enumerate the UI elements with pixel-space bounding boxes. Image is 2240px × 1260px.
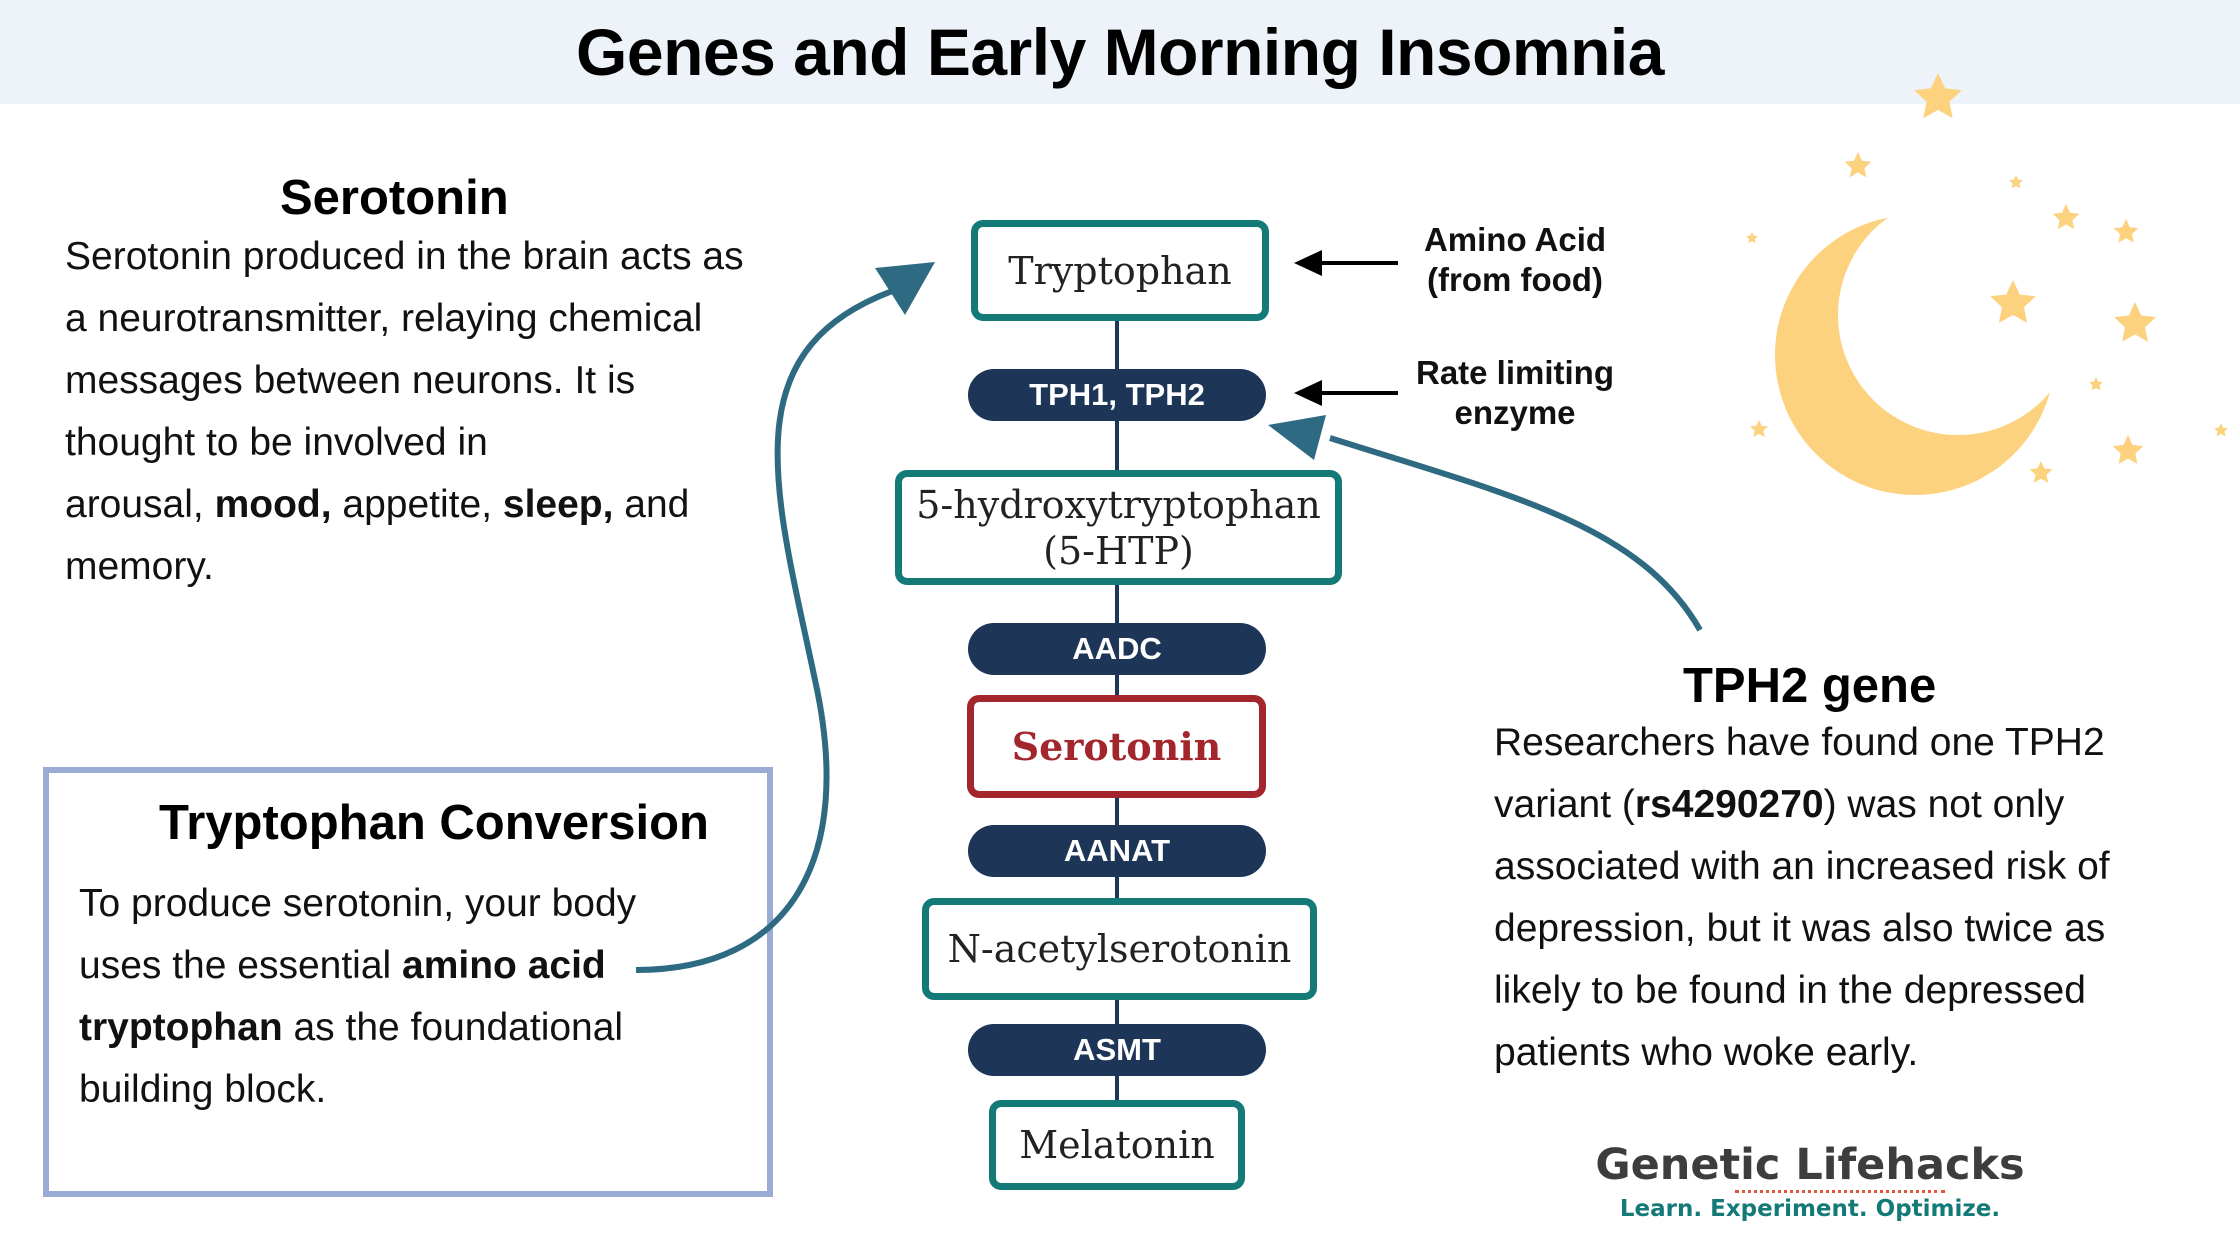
text-foundational: as the foundational — [282, 1006, 624, 1049]
star-icon — [2112, 435, 2144, 464]
aanat-enzyme-pill: AANAT — [968, 825, 1266, 877]
star-icon — [2029, 461, 2053, 483]
serotonin-line-6: memory. — [65, 545, 214, 588]
conversion-line-1: To produce serotonin, your body — [79, 882, 637, 925]
tph2-line-3: associated with an increased risk of — [1494, 845, 2110, 888]
stars-group — [1746, 73, 2228, 483]
tph2-line-2: variant (rs4290270) was not only — [1494, 774, 2214, 836]
text-and: and — [613, 483, 690, 526]
star-icon — [2113, 219, 2139, 243]
star-icon — [2114, 302, 2156, 342]
crescent-moon-icon — [1775, 215, 2055, 495]
text-rs4290270: rs4290270 — [1634, 783, 1824, 826]
serotonin-box: Serotonin — [967, 695, 1266, 798]
text-appetite: appetite, — [331, 483, 503, 526]
star-icon — [1746, 232, 1758, 244]
tph-enzyme-pill: TPH1, TPH2 — [968, 369, 1266, 421]
curved-arrow-icon — [1268, 415, 1703, 632]
serotonin-line-4: thought to be involved in — [65, 421, 488, 464]
amino-acid-line-2: (from food) — [1427, 261, 1603, 298]
serotonin-line-1: Serotonin produced in the brain acts as — [65, 235, 744, 278]
tryptophan-box: Tryptophan — [971, 220, 1269, 321]
conversion-description: To produce serotonin, your body uses the… — [79, 873, 739, 1121]
text-variant: variant ( — [1494, 783, 1635, 826]
brand-tagline: Learn. Experiment. Optimize. — [1619, 1196, 2001, 1222]
page-title: Genes and Early Morning Insomnia — [576, 15, 1664, 89]
text-amino-acid: amino acid — [402, 944, 606, 987]
rate-limiting-line-2: enzyme — [1454, 394, 1576, 431]
n-acetylserotonin-box: N-acetylserotonin — [922, 898, 1317, 1000]
conversion-line-2: uses the essential amino acid — [79, 935, 739, 997]
brand-logo: Genetic Lifehacks Learn. Experiment. Opt… — [1590, 1140, 2030, 1225]
tph2-line-1: Researchers have found one TPH2 — [1494, 721, 2105, 764]
star-icon — [1914, 73, 1962, 119]
serotonin-description: Serotonin produced in the brain acts as … — [65, 226, 785, 598]
5-htp-line-2: (5-HTP) — [1043, 528, 1194, 573]
brand-name: Genetic Lifehacks — [1595, 1140, 2025, 1190]
brand-divider — [1735, 1190, 1945, 1193]
star-icon — [2052, 204, 2080, 230]
tph2-heading: TPH2 gene — [1683, 659, 1937, 713]
tph2-line-4: depression, but it was also twice as — [1494, 907, 2106, 950]
rate-limiting-line-1: Rate limiting — [1415, 354, 1615, 391]
asmt-enzyme-pill: ASMT — [968, 1024, 1266, 1076]
tryptophan-conversion-box — [43, 767, 773, 1197]
conversion-heading: Tryptophan Conversion — [159, 796, 709, 850]
rate-limiting-label: Rate limiting enzyme — [1385, 353, 1645, 433]
text-arousal: arousal, — [65, 483, 215, 526]
star-icon — [1844, 152, 1872, 178]
serotonin-line-5: arousal, mood, appetite, sleep, and — [65, 474, 785, 536]
text-tryptophan: tryptophan — [79, 1006, 283, 1049]
conversion-line-3: tryptophan as the foundational — [79, 997, 739, 1059]
star-icon — [2089, 377, 2103, 391]
star-icon — [2214, 423, 2228, 437]
arrow-left-icon — [1294, 380, 1398, 406]
text-not-only: ) was not only — [1823, 783, 2065, 826]
star-icon — [1750, 420, 1768, 437]
text-mood: mood, — [214, 483, 332, 526]
tph2-line-6: patients who woke early. — [1494, 1031, 1919, 1074]
serotonin-heading: Serotonin — [280, 171, 509, 225]
text-sleep: sleep, — [502, 483, 614, 526]
tph2-line-5: likely to be found in the depressed — [1494, 969, 2086, 1012]
5-htp-line-1: 5-hydroxytryptophan — [916, 482, 1321, 527]
conversion-line-4: building block. — [79, 1068, 327, 1111]
title-bar — [0, 0, 2240, 104]
5-htp-box: 5-hydroxytryptophan (5-HTP) — [895, 470, 1342, 585]
text-uses: uses the essential — [79, 944, 403, 987]
aadc-enzyme-pill: AADC — [968, 623, 1266, 675]
serotonin-line-3: messages between neurons. It is — [65, 359, 636, 402]
arrow-left-icon — [1294, 250, 1398, 276]
curved-arrow-icon — [635, 262, 935, 973]
melatonin-box: Melatonin — [989, 1100, 1245, 1190]
amino-acid-label: Amino Acid (from food) — [1385, 220, 1645, 300]
star-icon — [1990, 280, 2036, 323]
star-icon — [2009, 175, 2023, 189]
serotonin-line-2: a neurotransmitter, relaying chemical — [65, 297, 703, 340]
amino-acid-line-1: Amino Acid — [1423, 221, 1607, 258]
tph2-description: Researchers have found one TPH2 variant … — [1494, 712, 2214, 1084]
